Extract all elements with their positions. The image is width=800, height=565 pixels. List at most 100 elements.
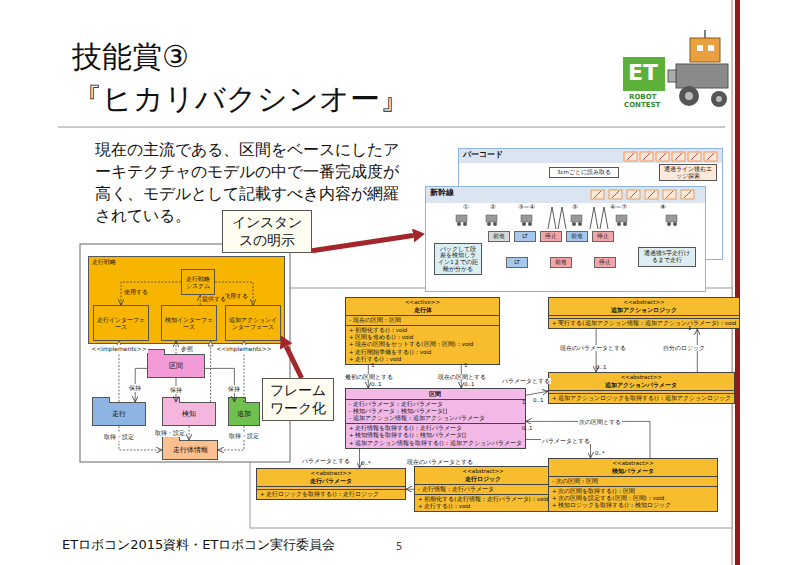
label-wrap: ③~④ xyxy=(518,204,535,212)
class-name: 走行パラメータ xyxy=(260,477,402,485)
node-label: 走行戦略 xyxy=(89,257,284,266)
node-label: 前進 xyxy=(493,233,505,240)
class-member: + 検知ロジックを取得する()：検知ロジック xyxy=(552,502,714,509)
class-member: - 走行パラメータ：走行パラメータ xyxy=(349,401,522,408)
class-compartment: <<abstract>>追加アクションパラメータ xyxy=(549,373,734,390)
step-number: ③~④ xyxy=(518,204,535,212)
class-member: + 初期化する(走行情報：走行パラメータ)：void xyxy=(418,496,548,503)
callout-box: インスタンスの明示 xyxy=(222,210,312,253)
edge-label-wrap: 提供する xyxy=(201,295,227,302)
uml-class: <<active>>走行体- 現在の区間：区間+ 初期化する()：void+ 区… xyxy=(345,297,500,365)
edge-label-wrap: 最初の区間とする xyxy=(344,374,394,381)
label-wrap: 0..* xyxy=(595,450,605,457)
multiplicity: 1 xyxy=(371,362,375,369)
package: 走行体情報 xyxy=(162,440,218,460)
class-name: 検知パラメータ xyxy=(552,467,714,475)
edge-label-wrap: 現在のパラメータとする xyxy=(559,345,627,352)
connector xyxy=(526,421,650,458)
class-compartment: <<abstract>>検知パラメータ xyxy=(549,459,717,476)
class-compartment: + 初期化する()：void+ 区間を進める()：void+ 現在の区間をセット… xyxy=(346,325,499,364)
class-member: + 次の区間を設定する(区間：区間)：void xyxy=(552,495,714,502)
edge-label: 取得・設定 xyxy=(228,432,260,439)
package-tab xyxy=(92,397,110,403)
package: 走行インターフェース xyxy=(93,305,149,341)
action-box: 停止 xyxy=(540,231,562,242)
action-box: LT xyxy=(506,257,528,268)
class-name: <<active>> xyxy=(349,299,496,306)
node-label: 追加 xyxy=(237,410,251,418)
node-label: インスタンスの明示 xyxy=(228,214,306,249)
connector xyxy=(189,426,190,440)
class-compartment: + 走行ロジックを取得する()：走行ロジック xyxy=(257,489,405,499)
multiplicity: 1 xyxy=(688,325,692,332)
class-name: 区間 xyxy=(349,390,522,398)
uml-class: <<abstract>>追加アクションパラメータ + 追加アクションロジックを取得… xyxy=(548,372,735,404)
edge-label-wrap: 自分のロジック xyxy=(662,345,706,352)
class-member: - 次の区間：区間 xyxy=(552,478,714,485)
edge-label-wrap: 取得・設定 xyxy=(103,433,135,440)
footer-text: ETロボコン2015資料・ETロボコン実行委員会 xyxy=(62,537,335,553)
callout-box: フレームワーク化 xyxy=(262,378,334,421)
node-label: 停止 xyxy=(545,233,557,240)
node-label: 検知 xyxy=(182,410,196,418)
label-wrap: ⑤ xyxy=(572,204,578,212)
uml-class: <<abstract>>検知パラメータ- 次の区間：区間+ 次の区間を取得する(… xyxy=(548,458,718,512)
edge-label-wrap: パラメータとする xyxy=(501,378,551,385)
package-tab xyxy=(162,397,180,403)
label-wrap: 1 xyxy=(464,362,468,369)
action-box: 停止 xyxy=(594,257,616,268)
callout-arrow xyxy=(286,346,301,378)
edge-label: 保持 xyxy=(128,384,142,391)
edge-label-wrap: 参照 xyxy=(180,345,194,352)
node-label: 走行インターフェース xyxy=(97,316,145,330)
edge-label-wrap: 現在の区間とする xyxy=(437,374,487,381)
note-box: バックして段差を検知しライン1までの距離が分かる xyxy=(434,243,482,275)
label-wrap: ② xyxy=(490,204,496,212)
edge-label-wrap: <<implements>> xyxy=(90,345,148,352)
class-name: 走行体 xyxy=(349,306,496,314)
class-compartment: + 走行情報を取得する()：走行パラメータ+ 検知情報を取得する()：検知パラメ… xyxy=(346,423,525,447)
action-box: 前進 xyxy=(566,231,588,242)
title-wrap: 技能賞③ 『ヒカリバクシンオー』 xyxy=(72,36,412,120)
class-member: + 走行開始準備をする()：void xyxy=(349,349,496,356)
class-member: + 走行する()：void xyxy=(349,356,496,363)
node-label: 通過後S字走行けるまで走行 xyxy=(642,250,692,263)
class-member: - 検知パラメータ：検知パラメータ[] xyxy=(349,408,522,415)
edge-label-wrap: 保持 xyxy=(128,384,142,391)
package: 追加 xyxy=(228,402,260,426)
package: 検知 xyxy=(162,402,216,426)
node-label: バックして段差を検知しライン1までの距離が分かる xyxy=(438,246,478,272)
uml-class: 区間 - 走行パラメータ：走行パラメータ- 検知パラメータ：検知パラメータ[]- … xyxy=(345,388,526,449)
connector xyxy=(244,346,245,402)
node-label: 前進 xyxy=(571,233,583,240)
package-tab xyxy=(228,397,246,403)
edge-label-wrap: 次の区間とする xyxy=(578,419,622,426)
step-number: ⑥~⑦ xyxy=(610,204,627,212)
connector xyxy=(210,346,211,402)
note-box: 通過後S字走行けるまで走行 xyxy=(638,247,696,267)
node-label: バーコード xyxy=(459,149,722,161)
package: 走行 xyxy=(92,402,146,426)
multiplicity: 1 xyxy=(464,362,468,369)
node-label: 検知インターフェース xyxy=(165,316,213,330)
connector xyxy=(359,449,360,468)
node-label: 区間 xyxy=(169,362,183,370)
edge-label: パラメータとする xyxy=(501,378,551,385)
connector xyxy=(121,282,181,305)
class-member: - 追加アクション情報：追加アクションパラメータ xyxy=(349,415,522,422)
uml-class: <<abstract>>追加アクションロジック+ 実行する(追加アクション情報：… xyxy=(548,297,740,329)
class-compartment: - 走行情報：走行パラメータ xyxy=(415,484,551,494)
class-member: - 走行情報：走行パラメータ xyxy=(418,486,548,493)
multiplicity: 0..1 xyxy=(464,381,475,388)
uml-class: <<abstract>>走行パラメータ+ 走行ロジックを取得する()：走行ロジッ… xyxy=(256,468,406,500)
action-box: 停止 xyxy=(592,231,614,242)
slide-title: 技能賞③ 『ヒカリバクシンオー』 xyxy=(72,36,412,120)
edge-label: 取得・設定 xyxy=(154,429,186,436)
class-member: + 追加アクションロジックを取得する()：追加アクションロジック xyxy=(552,395,731,402)
label-wrap: ET xyxy=(628,60,658,86)
edge-label-wrap: 現在のパラメータとする xyxy=(406,459,474,466)
label-wrap: 0..* xyxy=(361,460,371,467)
edge-label: <<implements>> xyxy=(215,345,273,352)
label-wrap: 0..1 xyxy=(596,364,607,371)
